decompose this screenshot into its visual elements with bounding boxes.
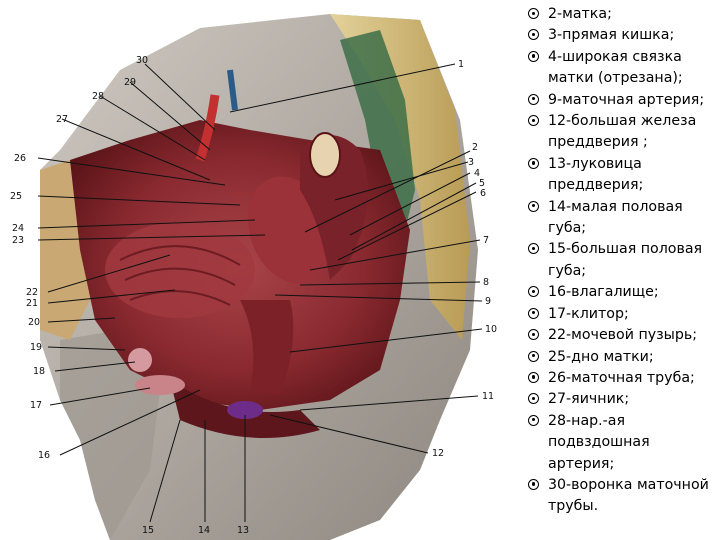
legend-item: 3-прямая кишка; [526,25,718,46]
legend-text: 2-матка; [548,6,612,22]
anatomical-illustration: 1 2 3 4 5 6 7 8 9 10 11 12 13 14 15 16 1… [0,0,525,540]
bullet-icon [528,51,539,62]
label-26: 26 [14,153,26,164]
legend-item: 25-дно матки; [526,347,718,368]
legend-text: 15-большая половая губа; [548,241,702,278]
label-7: 7 [483,235,489,246]
bullet-icon [528,415,539,426]
bullet-icon [528,94,539,105]
legend-item: 4-широкая связка матки (отрезана); [526,47,718,90]
label-15: 15 [142,525,154,536]
legend-text: 14-малая половая губа; [548,199,683,236]
label-17: 17 [30,400,42,411]
bullet-icon [528,479,539,490]
label-8: 8 [483,277,489,288]
bullet-icon [528,372,539,383]
label-24: 24 [12,223,24,234]
labia-minora [135,375,185,395]
legend-item: 27-яичник; [526,389,718,410]
legend-item: 12-большая железа преддверия ; [526,111,718,154]
legend-text: 30-воронка маточной трубы. [548,477,709,514]
label-21: 21 [26,298,38,309]
clitoris [128,348,152,372]
legend-text: 17-клитор; [548,306,629,322]
bullet-icon [528,393,539,404]
legend-item: 26-маточная труба; [526,368,718,389]
legend-text: 25-дно матки; [548,349,654,365]
bullet-icon [528,243,539,254]
bullet-icon [528,8,539,19]
legend-text: 13-луковица преддверия; [548,156,643,193]
legend-item: 15-большая половая губа; [526,239,718,282]
label-25: 25 [10,191,22,202]
label-27: 27 [56,114,68,125]
legend-text: 4-широкая связка матки (отрезана); [548,49,683,86]
legend-item: 2-матка; [526,4,718,25]
legend-text: 27-яичник; [548,391,629,407]
legend-list: 2-матка; 3-прямая кишка; 4-широкая связк… [526,4,718,518]
legend-text: 12-большая железа преддверия ; [548,113,696,150]
legend-text: 22-мочевой пузырь; [548,327,697,343]
label-19: 19 [30,342,42,353]
label-1: 1 [458,59,464,70]
label-14: 14 [198,525,210,536]
bullet-icon [528,286,539,297]
rectum-lumen [310,133,340,177]
legend-item: 16-влагалище; [526,282,718,303]
label-20: 20 [28,317,40,328]
label-12: 12 [432,448,444,459]
bullet-icon [528,115,539,126]
bullet-icon [528,329,539,340]
legend-text: 16-влагалище; [548,284,659,300]
label-22: 22 [26,287,38,298]
legend-text: 28-нар.-ая подвздошная артерия; [548,413,650,472]
label-10: 10 [485,324,497,335]
bullet-icon [528,308,539,319]
label-3: 3 [468,157,474,168]
legend-item: 9-маточная артерия; [526,90,718,111]
legend-item: 30-воронка маточной трубы. [526,475,718,518]
legend-item: 22-мочевой пузырь; [526,325,718,346]
label-29: 29 [124,77,136,88]
label-13: 13 [237,525,249,536]
legend-item: 17-клитор; [526,304,718,325]
label-23: 23 [12,235,24,246]
legend-item: 13-луковица преддверия; [526,154,718,197]
bullet-icon [528,29,539,40]
legend-text: 9-маточная артерия; [548,92,704,108]
legend-item: 14-малая половая губа; [526,197,718,240]
label-18: 18 [33,366,45,377]
legend-text: 3-прямая кишка; [548,27,674,43]
label-30: 30 [136,55,148,66]
label-6: 6 [480,188,486,199]
legend-item: 28-нар.-ая подвздошная артерия; [526,411,718,475]
label-2: 2 [472,142,478,153]
label-11: 11 [482,391,494,402]
bullet-icon [528,158,539,169]
label-16: 16 [38,450,50,461]
label-28: 28 [92,91,104,102]
bullet-icon [528,351,539,362]
bullet-icon [528,201,539,212]
label-9: 9 [485,296,491,307]
legend-text: 26-маточная труба; [548,370,695,386]
